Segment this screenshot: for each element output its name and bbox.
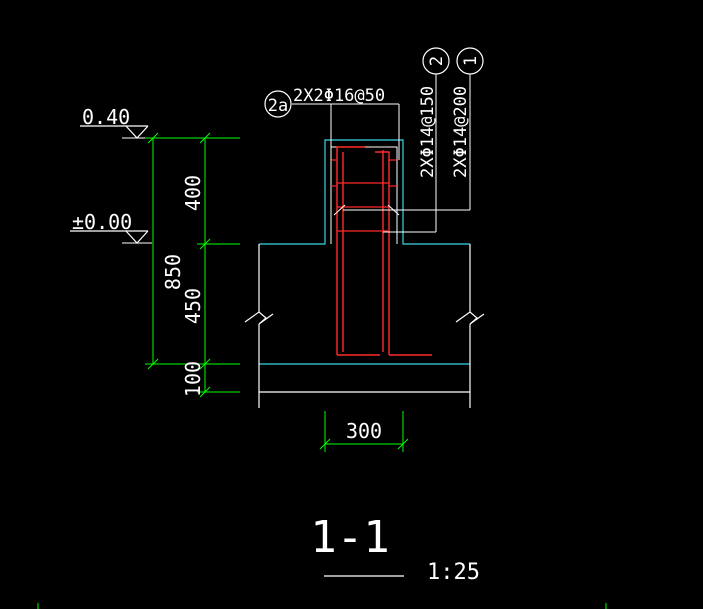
rebar-cage <box>331 146 432 356</box>
callout-2a-spec: 2X2Φ16@50 <box>293 86 385 106</box>
level-ground-label: ±0.00 <box>72 210 132 234</box>
dim-lower-label: 450 <box>181 288 205 324</box>
dim-width-label: 300 <box>346 419 382 443</box>
level-marker-ground: ±0.00 <box>70 210 152 244</box>
level-top-label: 0.40 <box>82 105 130 129</box>
foundation-outline <box>244 146 485 408</box>
callout-1-spec: 2XΦ14@200 <box>451 86 471 178</box>
dim-upper-label: 400 <box>181 175 205 211</box>
section-title: 1-1 <box>310 512 389 563</box>
dim-base-label: 100 <box>181 361 205 397</box>
callout-2a: 2a 2X2Φ16@50 <box>264 86 385 118</box>
dim-total-label: 850 <box>161 254 185 290</box>
concrete-outline <box>259 139 470 365</box>
callout-2-spec: 2XΦ14@150 <box>418 86 438 178</box>
callout-1-tag: 1 <box>461 56 481 66</box>
level-marker-top: 0.40 <box>80 105 152 139</box>
callout-2a-tag: 2a <box>268 96 288 116</box>
callout-2-tag: 2 <box>427 56 447 66</box>
callout-2: 2 2XΦ14@150 <box>418 47 450 178</box>
section-scale: 1:25 <box>427 560 480 585</box>
horizontal-dimension <box>319 411 409 452</box>
leader-lines <box>292 74 471 233</box>
callout-1: 1 2XΦ14@200 <box>451 47 484 178</box>
vertical-dimensions <box>145 132 240 398</box>
